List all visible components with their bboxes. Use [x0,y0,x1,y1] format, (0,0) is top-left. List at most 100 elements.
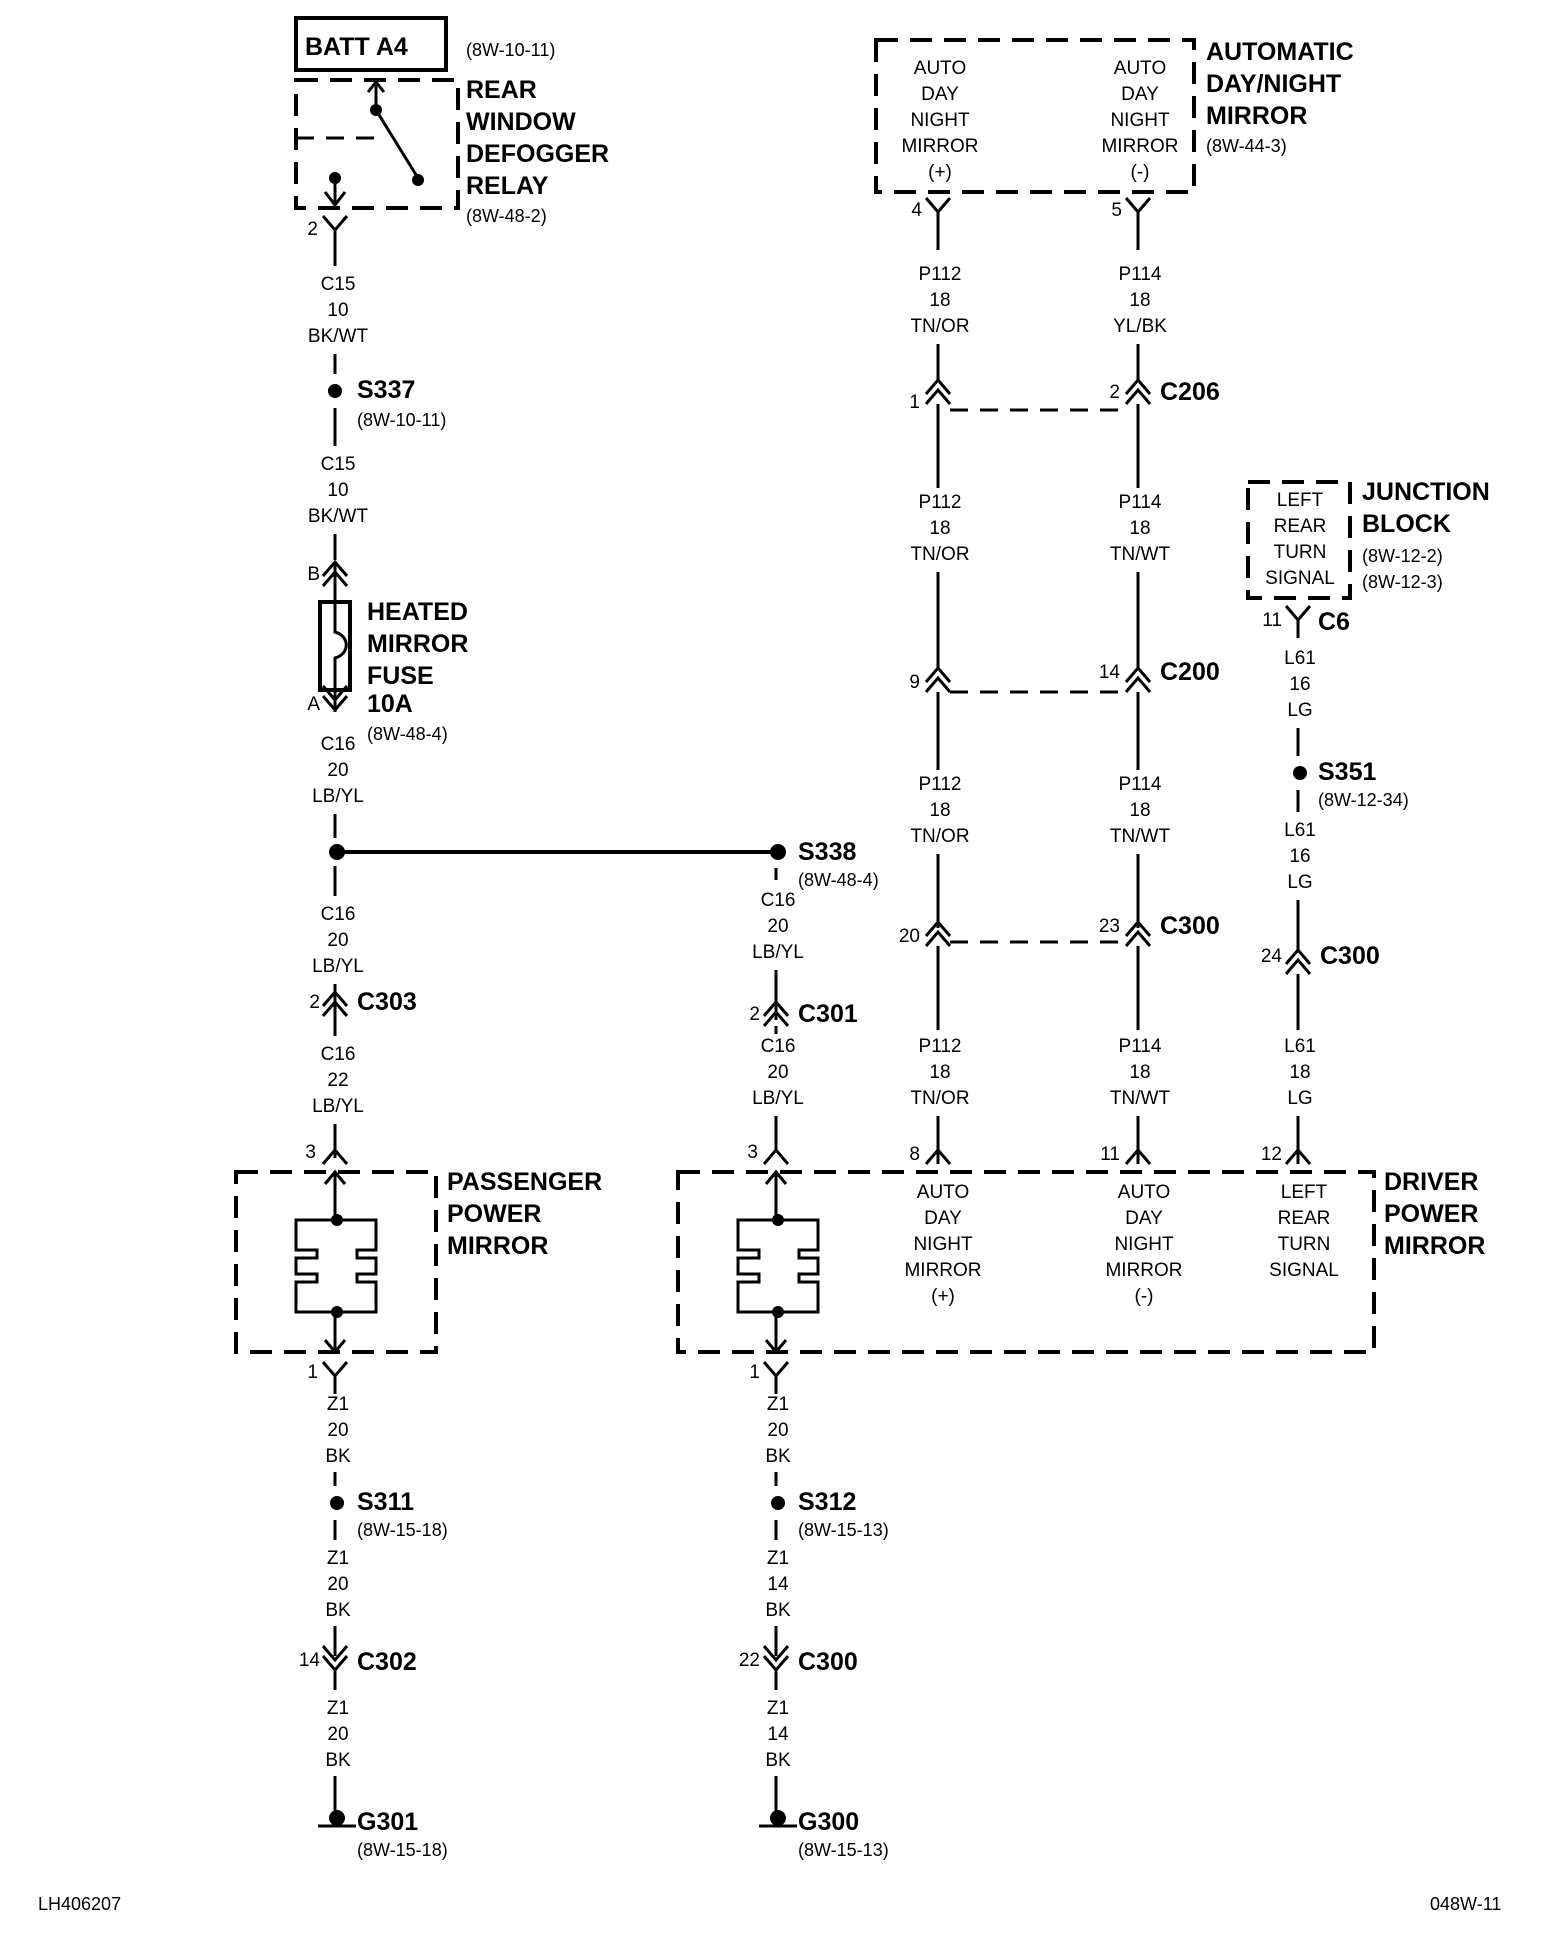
ground-g300-name: G300 [798,1808,859,1836]
wire-c16-c-circuit: C16 [321,1044,356,1065]
driver-line-3: MIRROR [1384,1232,1485,1260]
wire-c15-b-circuit: C15 [321,454,356,475]
splice-s337-name: S337 [357,376,415,404]
heated-mirror-fuse: B A HEATED MIRROR FUSE 10A (8W-48-4) [307,559,468,744]
junction-ref-2: (8W-12-3) [1362,572,1443,592]
auto-neg-label-5: (-) [1131,162,1150,183]
wire-l61-c-circuit: L61 [1284,1036,1316,1057]
driver-turn-label-3: TURN [1278,1234,1331,1255]
wire-l61-b-circuit: L61 [1284,820,1316,841]
wire-p114-b-color: TN/WT [1110,544,1171,565]
c206-pin-2: 2 [1109,382,1120,403]
wire-l61-c-color: LG [1287,1088,1312,1109]
driver-turn-label-4: SIGNAL [1269,1260,1339,1281]
splice-s351-ref: (8W-12-34) [1318,790,1409,810]
splice-s338-dot [770,844,786,860]
passenger-line-3: MIRROR [447,1232,548,1260]
c301-name: C301 [798,1000,858,1028]
wire-z1-e-color: BK [765,1600,791,1621]
wire-z1-d-gauge: 20 [767,1420,788,1441]
c6-pin: 11 [1262,610,1282,631]
wire-z1-f-color: BK [765,1750,791,1771]
c300-lg-pin: 24 [1261,946,1283,967]
auto-pos-label-2: DAY [921,84,959,105]
driver-power-mirror: 3 AUTO DAY NIGHT MIRROR (+) AUTO DAY NIG… [676,1142,1485,1355]
relay-line-1: REAR [466,76,537,104]
wire-c16-d-gauge: 20 [767,916,788,937]
wire-c16-b-color: LB/YL [312,956,364,977]
auto-mirror-ref: (8W-44-3) [1206,136,1287,156]
wire-l61-a-circuit: L61 [1284,648,1316,669]
wire-z1-d-color: BK [765,1446,791,1467]
wire-p112-a-circuit: P112 [919,264,962,285]
wire-z1-f-gauge: 14 [767,1724,789,1745]
wire-p114-a-gauge: 18 [1129,290,1150,311]
driver-pin-1: 1 [749,1362,760,1383]
wire-c16-a-gauge: 20 [327,760,348,781]
wire-p112-c-color: TN/OR [910,826,969,847]
junction-line-2: BLOCK [1362,510,1451,538]
wire-p112-b-circuit: P112 [919,492,962,513]
relay-line-2: WINDOW [466,108,576,136]
wire-c15-b-gauge: 10 [327,480,348,501]
auto-pin-4: 4 [911,200,922,221]
wire-z1-a-circuit: Z1 [327,1394,349,1415]
c206-name: C206 [1160,378,1220,406]
wire-c16-c-color: LB/YL [312,1096,364,1117]
fuse-line-1: HEATED [367,598,468,626]
driver-turn-label-2: REAR [1278,1208,1331,1229]
wire-c15-a-circuit: C15 [321,274,356,295]
wire-c16-a-circuit: C16 [321,734,356,755]
auto-neg-label-2: DAY [1121,84,1159,105]
wire-c16-e-color: LB/YL [752,1088,804,1109]
wire-c15-a-color: BK/WT [308,326,369,347]
auto-pos-label-1: AUTO [914,58,966,79]
splice-s311-ref: (8W-15-18) [357,1520,448,1540]
ground-g301-ref: (8W-15-18) [357,1840,448,1860]
fuse-line-3: FUSE [367,662,434,690]
c301-pin: 2 [749,1004,760,1025]
c300-pin-20: 20 [899,926,920,947]
junction-label-2: REAR [1274,516,1327,537]
auto-neg-label-4: MIRROR [1101,136,1178,157]
fuse-line-4: 10A [367,690,413,718]
wire-z1-b-color: BK [325,1600,351,1621]
auto-mirror-line-2: DAY/NIGHT [1206,70,1341,98]
corner-left-code: LH406207 [38,1894,121,1914]
wire-p112-d-color: TN/OR [910,1088,969,1109]
splice-s338-ref: (8W-48-4) [798,870,879,890]
wire-p114-a-circuit: P114 [1119,264,1162,285]
wire-c16-b-circuit: C16 [321,904,356,925]
auto-mirror-line-3: MIRROR [1206,102,1307,130]
wire-c16-e-gauge: 20 [767,1062,788,1083]
splice-s311-name: S311 [357,1488,414,1516]
wire-z1-e-circuit: Z1 [767,1548,789,1569]
wire-z1-c-color: BK [325,1750,351,1771]
driver-neg-label-4: MIRROR [1105,1260,1182,1281]
wire-p114-a-color: YL/BK [1113,316,1167,337]
auto-neg-label-1: AUTO [1114,58,1166,79]
splice-s351-name: S351 [1318,758,1376,786]
c300-gnd-name: C300 [798,1648,858,1676]
wire-p112-d-circuit: P112 [919,1036,962,1057]
wire-p114-c-gauge: 18 [1129,800,1150,821]
wire-l61-c-gauge: 18 [1289,1062,1310,1083]
auto-pos-label-3: NIGHT [910,110,970,131]
passenger-line-2: POWER [447,1200,541,1228]
driver-pin-12: 12 [1261,1144,1282,1165]
wire-p112-c-gauge: 18 [929,800,950,821]
wire-c16-d-color: LB/YL [752,942,804,963]
c302-name: C302 [357,1648,417,1676]
c300-top-name: C300 [1160,912,1220,940]
driver-pin-8: 8 [909,1144,920,1165]
driver-pos-label-3: NIGHT [913,1234,973,1255]
splice-s337-ref: (8W-10-11) [357,410,446,430]
passenger-pin-1: 1 [307,1362,318,1383]
wire-c15-b-color: BK/WT [308,506,369,527]
batt-a4-label: BATT A4 [305,33,408,61]
c200-pin-14: 14 [1099,662,1121,683]
relay-ref: (8W-48-2) [466,206,547,226]
wire-p114-d-color: TN/WT [1110,1088,1171,1109]
wire-l61-b-gauge: 16 [1289,846,1310,867]
c206-pin-1: 1 [909,392,920,413]
